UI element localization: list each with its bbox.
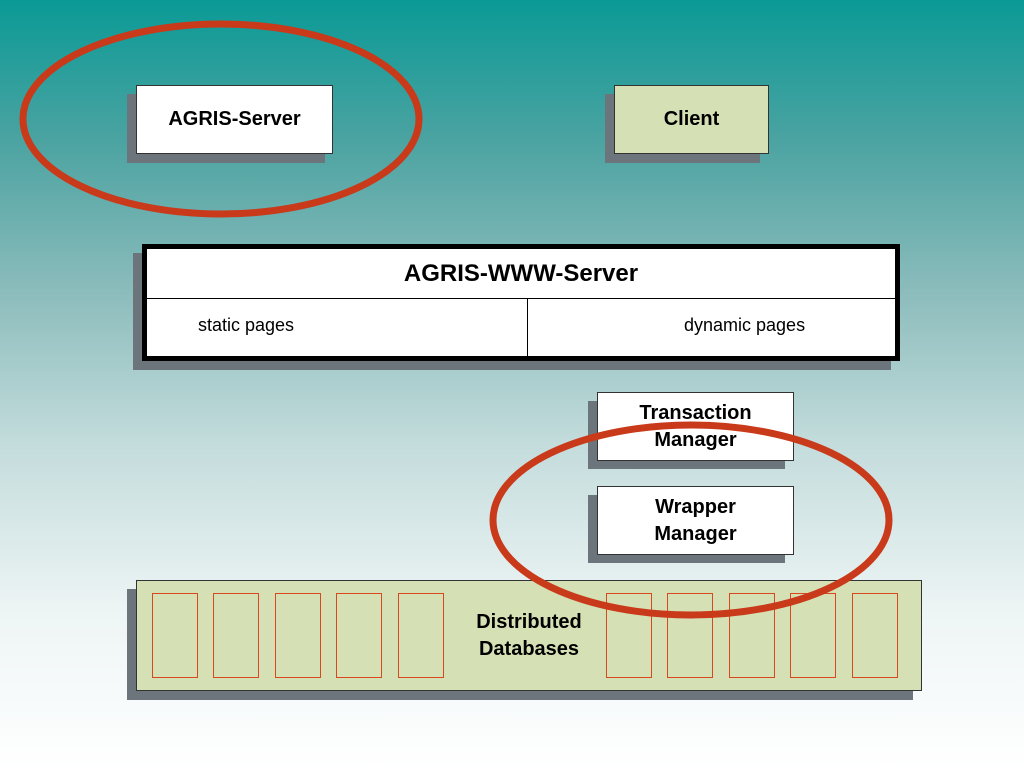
agris-server-box: AGRIS-Server xyxy=(136,85,333,154)
www-server-title: AGRIS-WWW-Server xyxy=(147,249,895,299)
database-slot xyxy=(398,593,444,678)
client-box: Client xyxy=(614,85,769,154)
database-slot xyxy=(213,593,259,678)
agris-server-label: AGRIS-Server xyxy=(168,108,301,130)
wrapper-manager-box: Wrapper Manager xyxy=(597,486,794,555)
database-slot xyxy=(790,593,836,678)
database-slot xyxy=(729,593,775,678)
transaction-manager-box: Transaction Manager xyxy=(597,392,794,461)
database-slot xyxy=(606,593,652,678)
static-pages-label: static pages xyxy=(198,315,295,335)
client-label: Client xyxy=(663,108,720,130)
wrapper-manager-label: Wrapper Manager xyxy=(654,495,737,545)
database-slot xyxy=(336,593,382,678)
database-slot xyxy=(275,593,321,678)
transaction-manager-label: Transaction Manager xyxy=(639,401,752,451)
database-slot xyxy=(667,593,713,678)
database-slot xyxy=(852,593,898,678)
dynamic-pages-cell: dynamic pages xyxy=(528,299,895,356)
dynamic-pages-label: dynamic pages xyxy=(684,315,806,335)
databases-label: Distributed Databases xyxy=(476,610,582,660)
www-server-box: AGRIS-WWW-Server static pages dynamic pa… xyxy=(142,244,900,361)
database-slot xyxy=(152,593,198,678)
static-pages-cell: static pages xyxy=(147,299,528,356)
